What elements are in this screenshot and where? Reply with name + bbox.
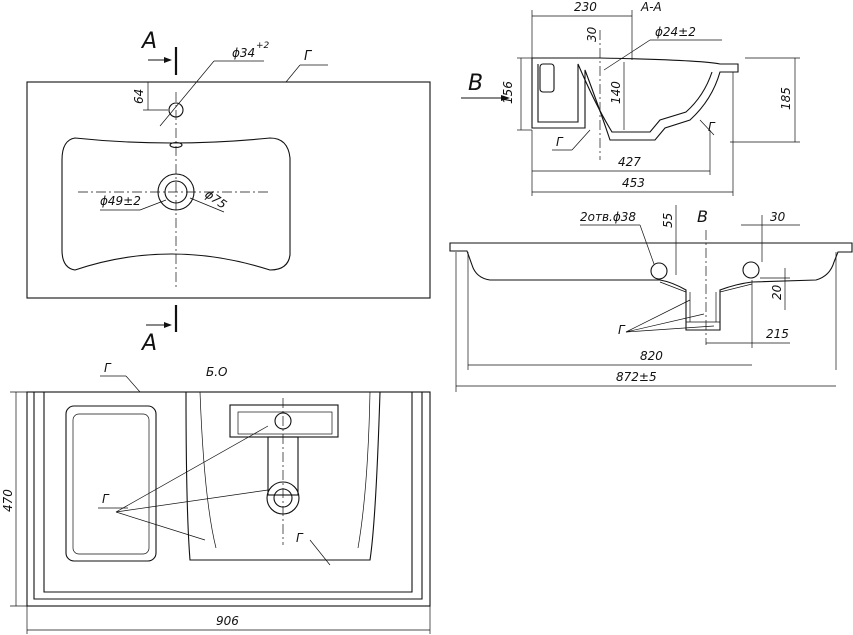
section-mark-a-top: A xyxy=(140,29,157,54)
mark-g-section-right: Г xyxy=(708,120,716,134)
section-title: A-A xyxy=(640,0,662,14)
dim-453: 453 xyxy=(622,176,645,190)
bottom-view: Г Б.О Г Г 470 906 xyxy=(1,361,431,634)
dim-140: 140 xyxy=(609,81,623,104)
bottom-slot xyxy=(65,405,157,562)
side-hole-left xyxy=(650,262,668,280)
bottom-outline xyxy=(26,391,431,607)
dim-30-side: 30 xyxy=(770,210,786,224)
dim-230: 230 xyxy=(574,0,597,14)
drain-inner xyxy=(164,180,188,204)
dim-820: 820 xyxy=(640,349,663,363)
dim-drain-d24: ϕ24±2 xyxy=(655,25,696,39)
view-mark-b-left: B xyxy=(468,71,483,96)
plan-outline xyxy=(26,81,431,299)
mark-g-section-left: Г xyxy=(556,135,564,149)
mark-g-plan: Г xyxy=(304,49,313,64)
bottom-drain-frame xyxy=(229,404,339,438)
dim-215: 215 xyxy=(766,327,789,341)
section-view: 230 A-A 30 ϕ24±2 156 140 185 Г Г 427 xyxy=(461,0,800,196)
dim-55: 55 xyxy=(661,213,675,228)
drain-outer xyxy=(157,173,195,211)
dim-30-section: 30 xyxy=(585,26,599,42)
dim-20: 20 xyxy=(770,284,784,300)
mark-bo: Б.О xyxy=(206,365,228,379)
overflow-hole xyxy=(169,141,183,149)
mark-g-bottom-right: Г xyxy=(296,531,304,545)
dim-drain-d49: ϕ49±2 xyxy=(100,194,141,208)
bottom-basin xyxy=(185,391,381,561)
side-view: 2отв.ϕ38 55 B 30 20 Г 215 820 872±5 xyxy=(449,205,853,392)
plan-view: A A ϕ34 +2 64 Г ϕ49±2 ϕ75 xyxy=(26,29,431,356)
dim-hole-d34-tol: +2 xyxy=(256,41,270,51)
dim-156: 156 xyxy=(501,81,515,104)
dim-185: 185 xyxy=(779,87,793,110)
mark-g-side: Г xyxy=(618,323,626,337)
dim-906: 906 xyxy=(216,614,239,628)
plan-basin-outline xyxy=(61,137,291,271)
mark-g-bottom-left: Г xyxy=(102,492,110,506)
dim-holes-2x38: 2отв.ϕ38 xyxy=(580,210,636,224)
dim-drain-d75: ϕ75 xyxy=(202,187,229,212)
faucet-hole xyxy=(168,102,184,118)
section-mark-a-bottom: A xyxy=(140,331,157,356)
section-profile-inner xyxy=(537,63,713,133)
side-profile xyxy=(449,242,853,331)
section-profile-outer xyxy=(531,57,739,141)
dim-470: 470 xyxy=(1,489,15,512)
dim-427: 427 xyxy=(618,155,641,169)
dim-64: 64 xyxy=(132,89,146,104)
section-overflow-slot xyxy=(539,63,555,93)
mark-g-bottom-top: Г xyxy=(104,361,112,375)
view-mark-b-right: B xyxy=(697,207,708,226)
dim-872: 872±5 xyxy=(616,370,657,384)
side-hole-right xyxy=(742,261,760,279)
dim-hole-d34: ϕ34 xyxy=(232,46,255,60)
